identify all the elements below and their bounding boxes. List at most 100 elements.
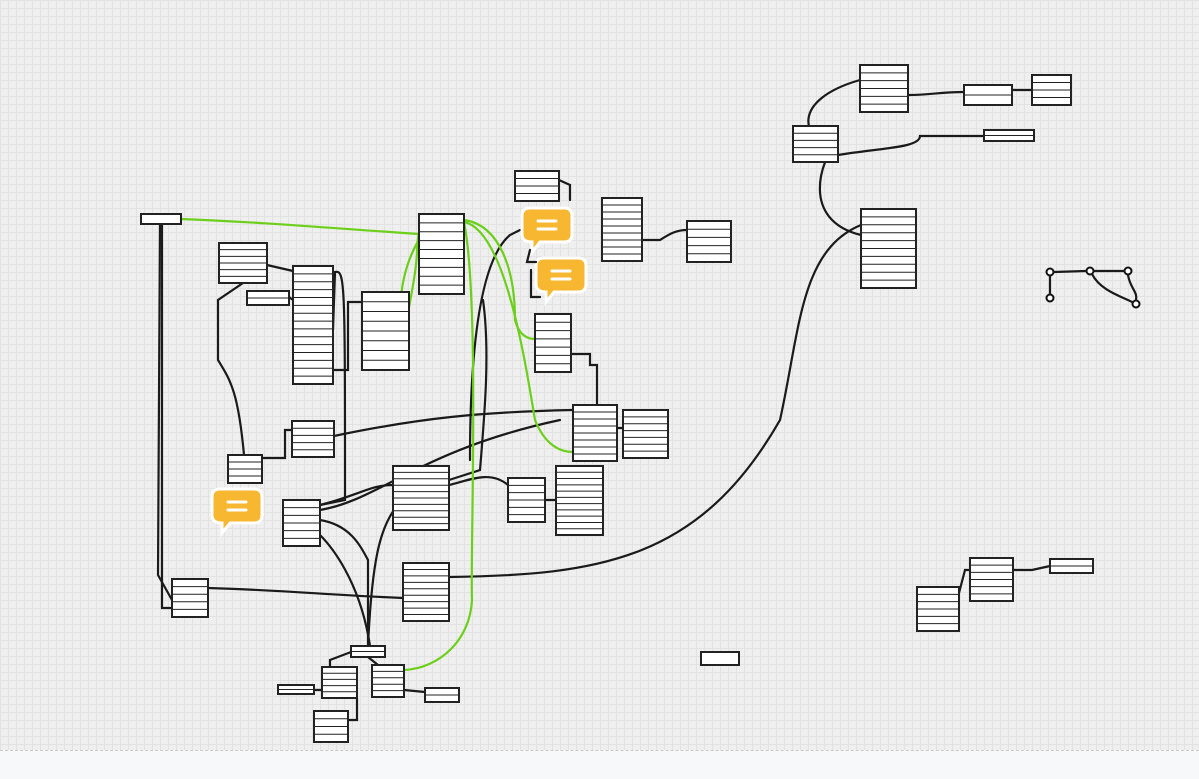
entity-node-31[interactable] xyxy=(860,208,917,289)
entity-node-32[interactable] xyxy=(916,586,960,632)
state-circle-icon[interactable] xyxy=(1045,267,1055,277)
connector-13 xyxy=(447,476,510,487)
entity-node-0[interactable] xyxy=(140,213,182,225)
entity-node-28[interactable] xyxy=(963,84,1013,106)
entity-node-25[interactable] xyxy=(424,687,460,703)
entity-node-box xyxy=(371,664,405,698)
connector-28 xyxy=(366,655,380,667)
entity-node-box xyxy=(622,409,669,459)
entity-node-box xyxy=(418,213,465,295)
entity-node-15[interactable] xyxy=(507,477,546,523)
connector-30 xyxy=(402,688,427,694)
entity-node-box xyxy=(700,651,740,666)
connector-19 xyxy=(447,223,863,579)
entity-node-34[interactable] xyxy=(1049,558,1094,574)
connector-6 xyxy=(260,428,294,460)
connector-1 xyxy=(216,281,246,457)
highlight-connector-4 xyxy=(462,218,537,340)
entity-node-12[interactable] xyxy=(291,420,335,458)
entity-node-10[interactable] xyxy=(572,404,618,462)
connector-35 xyxy=(468,228,522,462)
connector-bracket xyxy=(525,248,538,264)
entity-node-22[interactable] xyxy=(371,664,405,698)
connector-0 xyxy=(160,217,183,610)
entity-node-6[interactable] xyxy=(514,170,560,202)
state-transition xyxy=(1090,272,1134,304)
connector-4 xyxy=(318,270,347,507)
connector-18 xyxy=(206,586,405,600)
entity-node-21[interactable] xyxy=(321,666,358,699)
diagram-board[interactable] xyxy=(0,0,1199,750)
connector-27 xyxy=(328,650,353,669)
entity-node-2[interactable] xyxy=(246,290,290,306)
connector-bracket xyxy=(529,268,542,299)
connector-8 xyxy=(557,178,572,202)
entity-node-30[interactable] xyxy=(983,129,1035,142)
state-transition xyxy=(1126,273,1138,302)
entity-node-1[interactable] xyxy=(218,242,268,284)
entity-node-24[interactable] xyxy=(313,710,349,743)
entity-nodes xyxy=(140,64,1094,743)
highlight-connector-3 xyxy=(402,220,475,672)
entity-node-35[interactable] xyxy=(700,651,740,666)
connectors xyxy=(156,78,1052,722)
highlight-connector-5 xyxy=(462,220,575,454)
connector-31 xyxy=(346,696,359,722)
entity-node-box xyxy=(321,666,358,699)
entity-node-26[interactable] xyxy=(859,64,909,113)
entity-node-box xyxy=(792,125,839,163)
extras xyxy=(210,206,1141,538)
state-transition xyxy=(1052,269,1088,274)
entity-node-18[interactable] xyxy=(402,562,450,622)
entity-diagram[interactable] xyxy=(0,0,1199,750)
connector-5 xyxy=(331,300,364,372)
connector-9 xyxy=(640,228,689,242)
entity-node-box xyxy=(140,213,182,225)
state-circle-icon[interactable] xyxy=(1045,293,1055,303)
connector-16 xyxy=(318,518,370,647)
entity-node-box xyxy=(402,562,450,622)
entity-node-14[interactable] xyxy=(392,465,450,531)
comment-bubble-icon[interactable] xyxy=(520,206,574,257)
entity-node-23[interactable] xyxy=(277,684,315,695)
entity-node-box xyxy=(291,420,335,458)
entity-node-3[interactable] xyxy=(292,265,334,385)
entity-node-29[interactable] xyxy=(1031,74,1072,106)
entity-node-11[interactable] xyxy=(622,409,669,459)
entity-node-box xyxy=(534,313,572,373)
connector-33 xyxy=(366,508,396,648)
comment-bubble-icon[interactable] xyxy=(534,256,588,307)
connector-7 xyxy=(332,408,575,438)
entity-node-9[interactable] xyxy=(534,313,572,373)
entity-node-box xyxy=(686,220,732,263)
entity-node-box xyxy=(292,265,334,385)
state-circle-icon[interactable] xyxy=(1123,266,1133,276)
entity-node-20[interactable] xyxy=(350,645,386,658)
connector-17 xyxy=(318,533,372,648)
connector-10 xyxy=(569,352,599,407)
entity-node-box xyxy=(601,197,643,262)
entity-node-13[interactable] xyxy=(227,454,263,484)
connector-24 xyxy=(836,134,986,157)
comment-bubble-icon[interactable] xyxy=(210,487,264,538)
connector-26 xyxy=(1011,564,1052,572)
entity-node-33[interactable] xyxy=(969,557,1014,602)
entity-node-27[interactable] xyxy=(792,125,839,163)
entity-node-16[interactable] xyxy=(555,465,604,536)
entity-node-19[interactable] xyxy=(171,578,209,618)
bottom-toolbar-strip xyxy=(0,750,1199,779)
connector-34 xyxy=(447,298,488,482)
connector-2 xyxy=(265,263,295,273)
connector-25 xyxy=(957,568,972,595)
state-circle-icon[interactable] xyxy=(1131,299,1141,309)
entity-node-4[interactable] xyxy=(361,291,410,371)
connector-12 xyxy=(318,483,395,507)
connector-22 xyxy=(906,90,966,97)
highlight-connector-0 xyxy=(179,217,421,236)
entity-node-box xyxy=(171,578,209,618)
entity-node-7[interactable] xyxy=(601,197,643,262)
entity-node-8[interactable] xyxy=(686,220,732,263)
state-machine-mini[interactable] xyxy=(1045,266,1141,309)
entity-node-5[interactable] xyxy=(418,213,465,295)
entity-node-17[interactable] xyxy=(282,499,321,547)
